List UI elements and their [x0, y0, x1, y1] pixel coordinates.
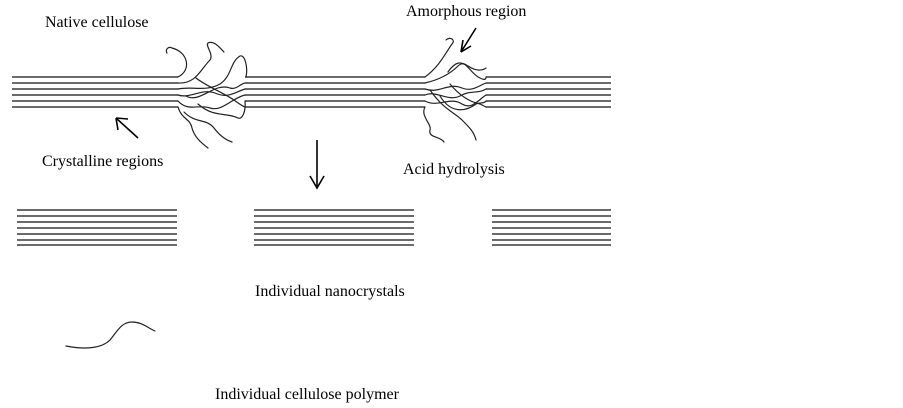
native-cellulose-fiber — [12, 37, 611, 149]
label-crystalline-regions: Crystalline regions — [42, 153, 164, 170]
amorphous-pointer-arrow — [460, 27, 477, 53]
label-native-cellulose: Native cellulose — [45, 14, 149, 31]
label-acid-hydrolysis: Acid hydrolysis — [403, 161, 505, 178]
hydrolysis-arrow — [309, 140, 325, 190]
nanocrystal-middle — [254, 209, 414, 246]
label-individual-nanocrystals: Individual nanocrystals — [255, 283, 405, 300]
label-individual-cellulose-polymer: Individual cellulose polymer — [215, 386, 399, 403]
amorphous-region-left — [165, 41, 248, 149]
nanocrystal-left — [17, 209, 177, 246]
crystalline-bundle-right — [486, 76, 611, 108]
crystalline-bundle-left — [12, 76, 178, 108]
crystalline-pointer-arrow — [115, 117, 139, 139]
cellulose-polymer-chain — [65, 321, 156, 349]
crystalline-bundle-middle — [245, 76, 425, 108]
amorphous-region-right — [423, 37, 487, 143]
label-amorphous-region: Amorphous region — [406, 3, 527, 20]
nanocrystal-right — [492, 209, 611, 246]
